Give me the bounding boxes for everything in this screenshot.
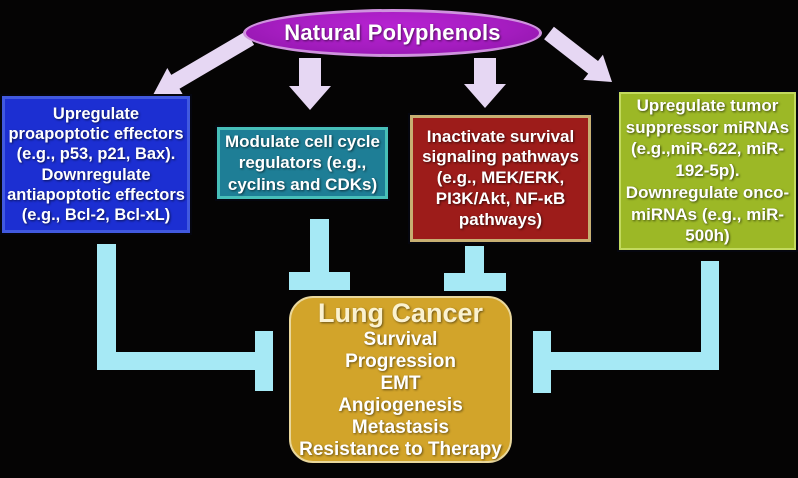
box-cell-cycle-regulators: Modulate cell cycle regulators (e.g., cy… (215, 125, 390, 201)
box-mirna-regulation: Upregulate tumor suppressor miRNAs (e.g.… (617, 90, 798, 252)
box-text-line: cyclins and CDKs) (227, 174, 378, 194)
box-text-line: Downregulate onco- (625, 182, 790, 202)
box-text-line: (e.g.,miR-622, miR- (630, 139, 785, 159)
arrow-down-left-icon (153, 31, 255, 96)
box-apoptosis-effectors: Upregulate proapoptotic effectors (e.g.,… (0, 94, 192, 235)
box-text-line: suppressor miRNAs (625, 117, 790, 137)
box-text-line: PI3K/Akt, NF-κB (435, 188, 566, 208)
box-text-line: antiapoptotic effectors (7, 185, 185, 204)
arrow-down-icon (289, 58, 331, 110)
box-text-line: 500h) (685, 226, 730, 246)
inhibition-tbar-icon (255, 331, 273, 391)
box-text-line: Inactivate survival (426, 126, 575, 146)
box-text-line: miRNAs (e.g., miR- (630, 204, 785, 224)
inhibition-tbar-icon (289, 272, 350, 290)
arrow-down-right-icon (544, 26, 612, 82)
inhibition-connector-signaling (465, 246, 484, 275)
inhibition-tbar-icon (533, 331, 551, 393)
inhibition-connector-apoptosis (97, 244, 116, 370)
lung-cancer-title: Lung Cancer (317, 297, 484, 328)
box-text-line: pathways) (458, 209, 543, 229)
source-title: Natural Polyphenols (284, 20, 501, 45)
natural-polyphenols-node: Natural Polyphenols (243, 9, 542, 57)
lung-cancer-item: Resistance to Therapy (299, 439, 502, 461)
lung-cancer-item: Angiogenesis (338, 395, 463, 417)
box-text-line: Upregulate (52, 105, 140, 124)
box-text-line: signaling pathways (422, 147, 579, 167)
box-text-line: (e.g., Bcl-2, Bcl-xL) (21, 205, 171, 224)
box-text-line: regulators (e.g., (238, 153, 367, 173)
box-text-line: proapoptotic effectors (8, 125, 184, 144)
box-text-line: Downregulate (41, 165, 151, 184)
inhibition-tbar-icon (444, 273, 506, 291)
lung-cancer-item: EMT (380, 373, 421, 394)
box-survival-signaling: Inactivate survival signaling pathways (… (408, 113, 593, 244)
box-text-line: Modulate cell cycle (225, 132, 380, 152)
box-text-line: (e.g., p53, p21, Bax). (16, 145, 176, 164)
lung-cancer-item: Progression (345, 350, 456, 372)
box-text-line: 192-5p). (675, 161, 740, 181)
box-text-line: (e.g., MEK/ERK, (436, 168, 565, 188)
lung-cancer-item: Metastasis (351, 417, 450, 439)
inhibition-connector-mirna (701, 261, 719, 368)
inhibition-connector-mirna (551, 352, 719, 370)
arrow-down-icon (464, 58, 506, 108)
lung-cancer-box: Lung Cancer Survival Progression EMT Ang… (289, 296, 512, 463)
box-text-line: Upregulate tumor (636, 95, 779, 115)
lung-cancer-item: Survival (363, 328, 438, 350)
inhibition-connector-cell-cycle (310, 219, 329, 274)
inhibition-connector-apoptosis (97, 352, 257, 370)
